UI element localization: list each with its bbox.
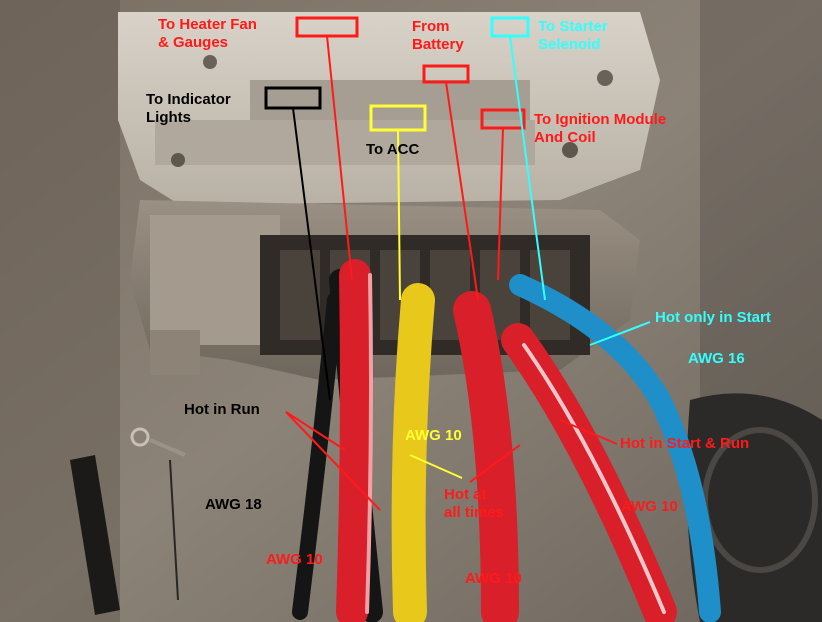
label-heater-fan: To Heater Fan & Gauges <box>158 16 257 51</box>
screw-hole-4 <box>171 153 185 167</box>
box-ignition <box>480 108 526 130</box>
red-wire-center <box>453 291 519 622</box>
leader-indicator <box>292 107 331 401</box>
leader-ignition <box>497 127 504 281</box>
label-awg18: AWG 18 <box>205 496 262 513</box>
label-awg10-right: AWG 10 <box>621 498 678 515</box>
red-wire-left <box>336 259 372 622</box>
mount-tab <box>150 330 200 375</box>
leader-hot-start <box>589 321 651 346</box>
swivel <box>149 438 186 457</box>
swivel-cord <box>169 459 179 601</box>
red-wire-left-stripe <box>365 273 373 614</box>
black-wire <box>292 292 343 620</box>
label-hot-in-run: Hot in Run <box>184 401 260 418</box>
leader-all-times-yellow <box>409 454 463 479</box>
leader-hot-run-2 <box>285 411 381 511</box>
leader-heater-fan <box>326 35 353 281</box>
swivel-ring <box>130 427 150 447</box>
label-hot-start-run: Hot in Start & Run <box>620 435 750 452</box>
label-awg16: AWG 16 <box>688 350 745 367</box>
upper-block-ledge <box>155 120 535 165</box>
leader-acc <box>397 129 401 301</box>
leader-all-times-red <box>469 444 521 483</box>
label-awg10-yellow: AWG 10 <box>405 427 462 444</box>
yellow-wire <box>391 283 435 622</box>
red-wire-right-stripe <box>522 343 666 614</box>
leader-hot-start-run <box>559 419 618 445</box>
connector-housing <box>150 215 280 345</box>
screw-hole-1 <box>203 55 217 69</box>
tool-handle <box>70 455 120 615</box>
leader-starter <box>509 35 546 301</box>
label-hot-only-start: Hot only in Start <box>655 309 771 326</box>
label-awg10-center: AWG 10 <box>465 570 522 587</box>
label-awg10-left: AWG 10 <box>266 551 323 568</box>
leader-hot-run-1 <box>285 411 346 451</box>
label-ignition-module: To Ignition Module And Coil <box>534 111 667 146</box>
screw-hole-3 <box>562 142 578 158</box>
leader-from-battery <box>445 81 479 301</box>
screw-hole-2 <box>597 70 613 86</box>
label-acc: To ACC <box>366 141 420 158</box>
label-hot-all-times: Hot at all times <box>444 486 505 521</box>
blue-wire <box>509 274 721 622</box>
label-indicator-lights: To Indicator Lights <box>146 91 231 126</box>
label-from-battery: From Battery <box>412 18 464 53</box>
label-starter-solenoid: To Starter Selenoid <box>538 18 608 53</box>
terminal-slot-1 <box>280 250 320 340</box>
